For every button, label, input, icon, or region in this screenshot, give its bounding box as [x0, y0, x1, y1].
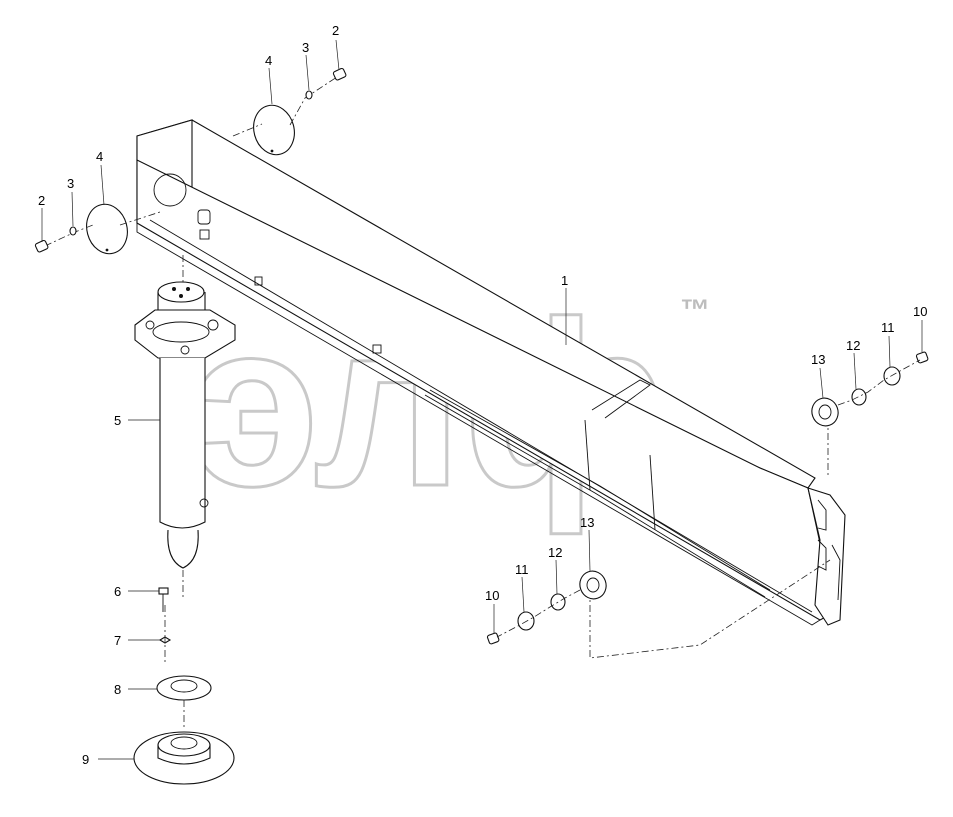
callout-1: 1: [561, 273, 568, 288]
bolts-washers-top: [34, 67, 347, 253]
cover-plates: [86, 104, 295, 255]
callout-3-left: 3: [67, 176, 74, 191]
callout-4-top: 4: [265, 53, 272, 68]
boom-beam: [136, 119, 846, 626]
callout-6: 6: [114, 584, 121, 599]
callout-5: 5: [114, 413, 121, 428]
callout-13-lower: 13: [580, 515, 594, 530]
callout-12-lower: 12: [548, 545, 562, 560]
callout-2-top: 2: [332, 23, 339, 38]
leader-lines: [41, 39, 923, 760]
callout-10-lower: 10: [485, 588, 499, 603]
foot-assembly: [133, 570, 235, 785]
callout-12-right: 12: [846, 338, 860, 353]
watermark-trademark: ™: [680, 294, 710, 327]
callout-11-lower: 11: [515, 562, 529, 577]
callout-2-left: 2: [38, 193, 45, 208]
callout-9: 9: [82, 752, 89, 767]
pin-hardware-upper: [811, 351, 929, 478]
callout-4-left: 4: [96, 149, 103, 164]
callout-7: 7: [114, 633, 121, 648]
callout-11-right: 11: [881, 320, 895, 335]
callout-8: 8: [114, 682, 121, 697]
pin-hardware-lower: [486, 559, 831, 659]
callout-labels: 1 2 2 3 3 4 4 5 6 7 8 9 10 10 11 11 12 1…: [38, 23, 927, 767]
callout-10-right: 10: [913, 304, 927, 319]
callout-3-top: 3: [302, 40, 309, 55]
hydraulic-cylinder: [134, 255, 236, 569]
callout-13-right: 13: [811, 352, 825, 367]
